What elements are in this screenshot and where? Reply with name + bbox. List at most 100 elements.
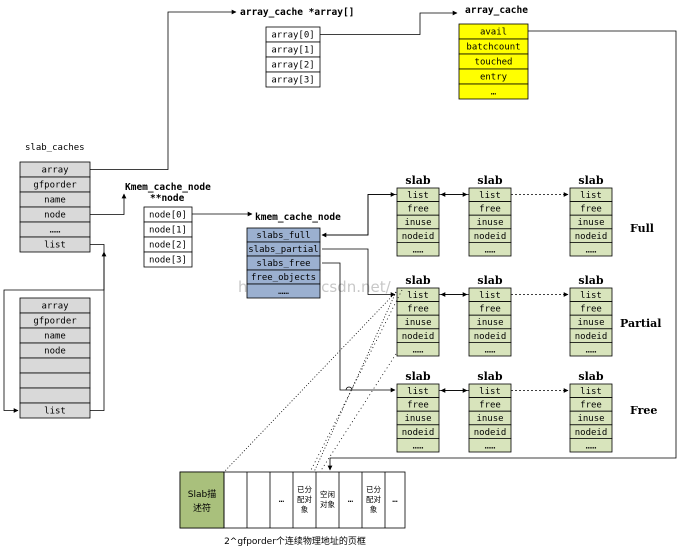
kc-top-field: array [41,166,69,176]
slab-field: list [407,291,429,301]
kc-bottom-field: array [41,302,69,312]
kc-bottom-field: name [44,332,66,342]
page-frame-caption: 2^gfporder个连续物理地址的页框 [224,535,366,547]
node-ptr: node[0] [149,211,187,221]
slab-field: free [479,305,501,315]
slab-field: free [407,401,429,411]
array-cache-array-label: array_cache *array[] [240,7,354,18]
kmem-cache-bottom: array gfporder name node list [19,297,91,419]
node-field: …… [278,287,289,297]
free-label: Free [630,404,657,417]
slab-field: …… [413,441,424,451]
slab-field: …… [413,345,424,355]
node-field: slabs_partial [248,245,318,255]
kc-top-field: node [44,211,66,221]
slab-field: …… [586,441,597,451]
kmem-cache-node-label: kmem_cache_node [255,212,341,223]
array-pointer-table: array[0] array[1] array[2] array[3] [265,26,321,88]
slab-field: free [580,205,602,215]
slab-partial-2: list free inuse nodeid …… [468,287,512,357]
node-field: slabs_full [256,231,310,241]
page-frame-strip: Slab描 述符 … 已分 配对 象 空闲 对象 … 已分 配对 象 … [179,471,406,529]
array-ptr: array[0] [271,31,314,41]
slab-full-3: list free inuse nodeid …… [569,187,613,257]
array-cache-field: touched [475,58,513,68]
kmem-cache-node-ptr-label: Kmem_cache_node [125,182,211,193]
free-object-cell: 空闲 [320,489,335,499]
partial-label: Partial [620,317,661,330]
slab-header: slab [405,174,430,187]
slab-field: nodeid [474,332,507,342]
slab-header: slab [578,274,603,287]
allocated-object-cell: 已分 [366,485,381,494]
slab-field: free [580,305,602,315]
array-cache-field: avail [480,28,507,38]
slab-field: free [580,401,602,411]
page-cell-ellipsis: … [392,495,398,505]
slab-field: inuse [476,414,503,424]
slab-header: slab [578,174,603,187]
full-label: Full [630,222,654,235]
slab-free-1: list free inuse nodeid …… [396,383,440,453]
array-cache-field: entry [480,73,508,83]
slab-field: list [407,191,429,201]
node-ptr: node[1] [149,226,187,236]
slab-partial-1: list free inuse nodeid …… [396,287,440,357]
slab-field: …… [485,441,496,451]
slab-field: …… [413,245,424,255]
node-field: slabs_free [256,259,310,269]
slab-field: …… [485,345,496,355]
connectors [3,9,677,473]
slab-field: nodeid [474,232,507,242]
kc-top-field: …… [50,226,61,236]
kc-top-field: list [44,241,66,251]
allocated-object-cell: 配对 [297,494,312,504]
node-ptr: node[3] [149,256,187,266]
slab-free-2: list free inuse nodeid …… [468,383,512,453]
kc-bottom-field: gfporder [33,317,77,327]
slab-field: inuse [476,318,503,328]
slab-field: nodeid [474,428,507,438]
slab-field: list [580,291,602,301]
array-ptr: array[1] [271,46,314,56]
slab-field: inuse [404,218,431,228]
allocated-object-cell: 象 [370,504,378,514]
slab-field: nodeid [575,428,608,438]
free-object-cell: 对象 [320,499,335,509]
array-cache-field: batchcount [466,43,520,53]
allocated-object-cell: 已分 [297,485,312,494]
slab-header: slab [477,174,502,187]
slab-field: inuse [577,218,604,228]
array-ptr: array[2] [271,61,314,71]
slab-field: inuse [577,414,604,424]
kc-bottom-field: node [44,347,66,357]
slab-field: list [580,191,602,201]
slab-header: slab [405,274,430,287]
page-cell-ellipsis: … [348,495,354,505]
slab-header: slab [578,370,603,383]
node-ptr: node[2] [149,241,187,251]
slab-field: nodeid [402,428,435,438]
slab-field: list [580,387,602,397]
slab-caches-label: slab_caches [25,143,85,153]
kc-bottom-field: list [44,407,66,417]
slab-partial-3: list free inuse nodeid …… [569,287,613,357]
array-cache-field: … [491,88,497,98]
kc-top-field: gfporder [33,181,77,191]
array-cache-label: array_cache [465,5,528,16]
kc-top-field: name [44,196,66,206]
allocated-object-cell: 象 [301,504,309,514]
slab-full-2: list free inuse nodeid …… [468,187,512,257]
kmem-cache-node-struct: slabs_full slabs_partial slabs_free free… [246,227,321,299]
slab-field: nodeid [402,332,435,342]
slab-field: …… [586,245,597,255]
slab-free-3: list free inuse nodeid …… [569,383,613,453]
slab-field: inuse [476,218,503,228]
slab-field: free [479,401,501,411]
slab-field: free [407,305,429,315]
slab-descriptor-label: Slab描 [188,488,216,500]
node-ptr-label: **node [150,193,185,204]
slab-header: slab [405,370,430,383]
array-ptr: array[3] [271,76,314,86]
node-field: free_objects [251,273,316,283]
